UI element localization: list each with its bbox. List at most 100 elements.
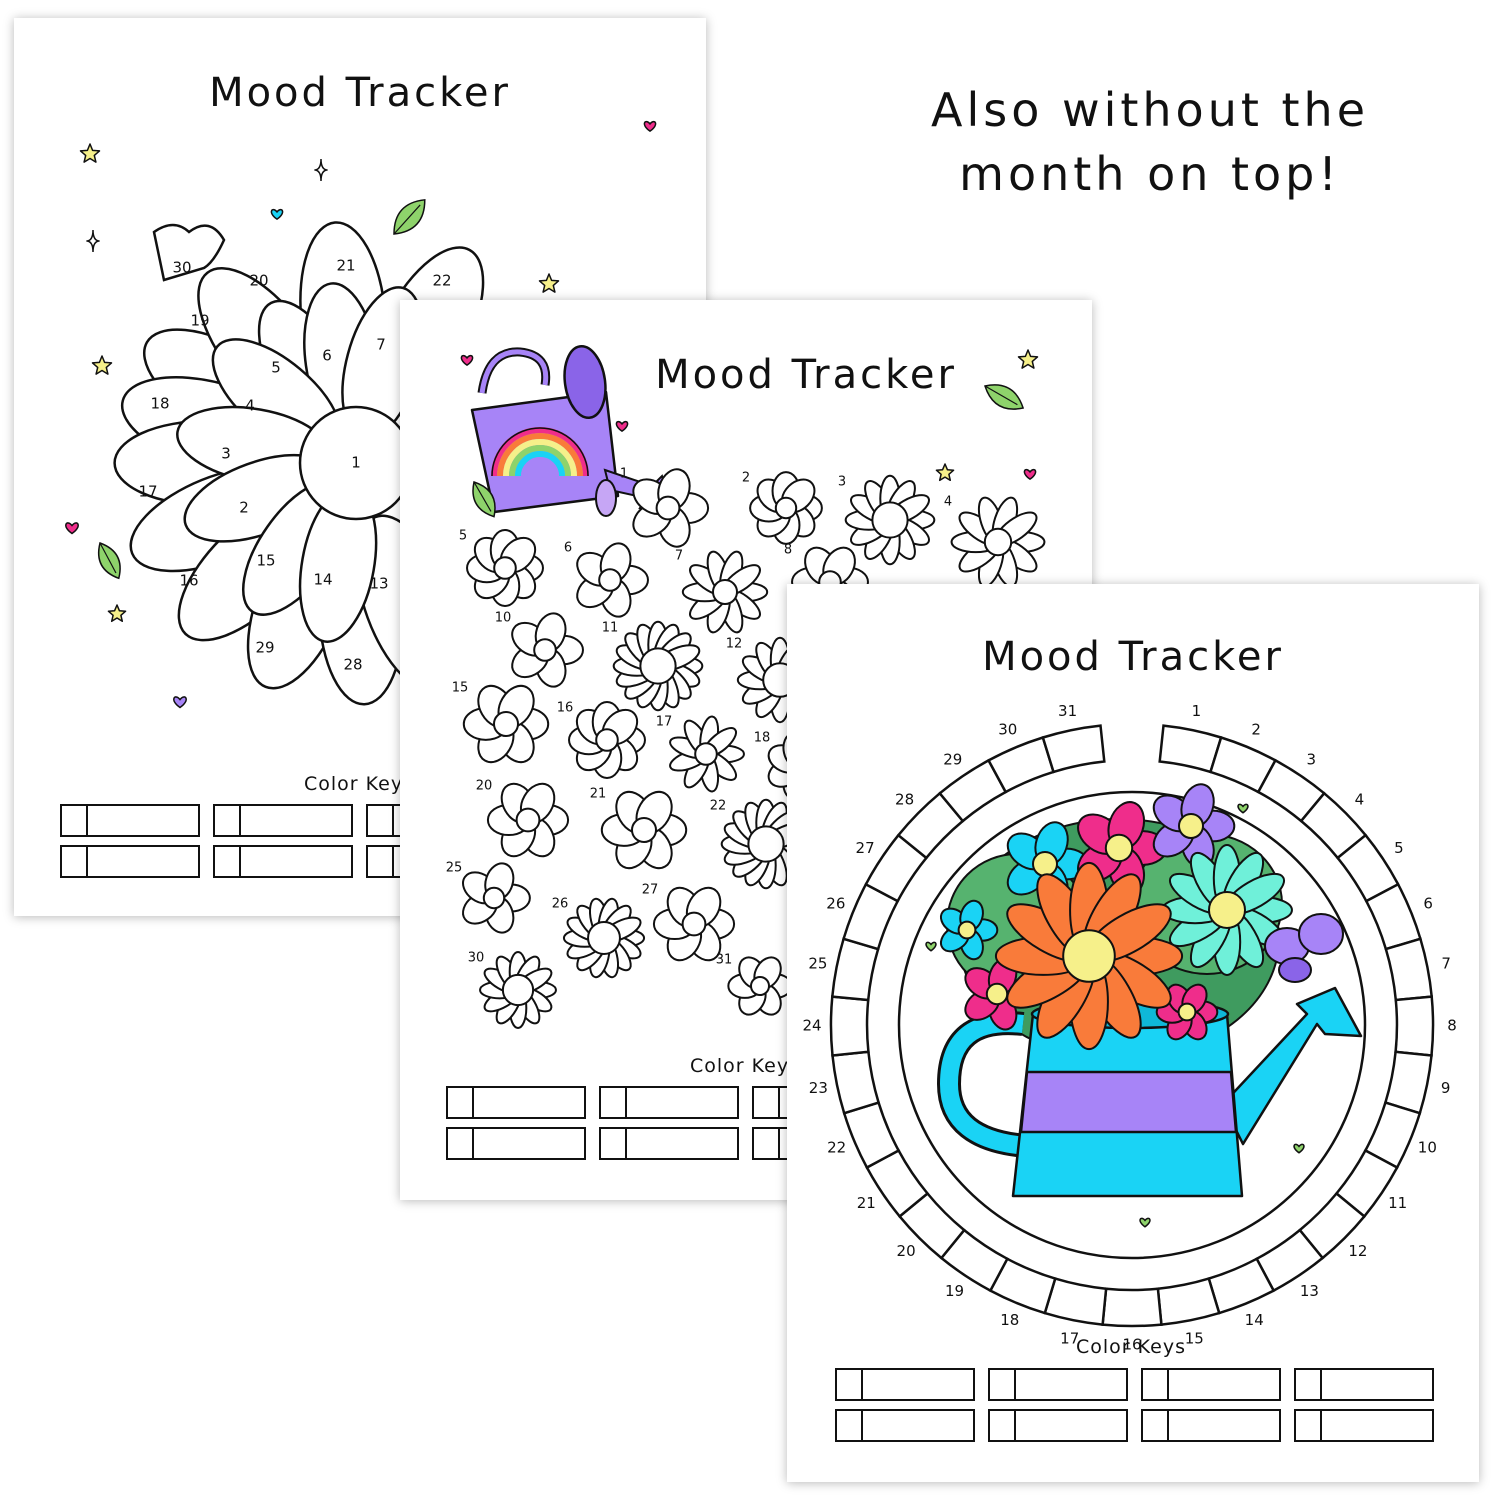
day-number: 17 [1060, 1329, 1079, 1347]
day-number: 27 [856, 839, 875, 857]
color-key-box[interactable] [599, 1127, 739, 1160]
day-number: 3 [1306, 750, 1316, 768]
color-key-box[interactable] [60, 804, 200, 837]
day-number: 15 [1185, 1329, 1204, 1347]
flower-number: 30 [468, 951, 485, 966]
day-box [1394, 995, 1435, 1057]
flower-center [639, 647, 677, 685]
flower-center [598, 568, 622, 592]
numbered-flower [727, 956, 793, 1016]
numbered-flower [462, 862, 531, 934]
day-number: 30 [998, 721, 1017, 739]
flower-center [493, 711, 519, 737]
day-number: 1 [1192, 702, 1202, 720]
rainbow-band [497, 433, 583, 477]
day-number: 14 [1245, 1311, 1264, 1329]
flower-center [747, 825, 785, 863]
color-key-box[interactable] [446, 1127, 586, 1160]
day-number: 13 [1300, 1282, 1319, 1300]
day-number: 7 [1441, 954, 1451, 972]
promo-note-line1: Also without the [930, 83, 1370, 137]
day-number: 9 [1441, 1079, 1451, 1097]
numbered-flower [950, 496, 1046, 588]
flower-center [681, 911, 707, 937]
day-number: 2 [1251, 721, 1261, 739]
day-number: 4 [1355, 790, 1365, 808]
petal-number: 29 [255, 639, 274, 657]
flower-center [774, 496, 798, 520]
numbered-flower [652, 886, 736, 962]
petal-number: 18 [150, 395, 169, 413]
numbered-flower [479, 951, 557, 1029]
day-number: 21 [857, 1194, 876, 1212]
ring-tracker-illustration: 1234567891011121314151617181920212223242… [802, 702, 1457, 1353]
bouquet-flower [1161, 844, 1293, 976]
flower-center [631, 817, 657, 843]
flower-center [595, 728, 619, 752]
petal-number: 28 [343, 656, 362, 674]
bouquet-flower [1152, 783, 1236, 869]
color-key-box[interactable] [1294, 1368, 1434, 1401]
flower-center [587, 921, 621, 955]
color-key-box[interactable] [599, 1086, 739, 1119]
color-key-box[interactable] [1141, 1409, 1281, 1442]
color-key-box[interactable] [213, 804, 353, 837]
petal-number: 19 [190, 312, 209, 330]
leaf-icon [984, 384, 1025, 410]
day-number: 8 [1447, 1017, 1457, 1035]
numbered-flower [462, 684, 550, 764]
day-box [831, 1050, 881, 1115]
color-key-box[interactable] [988, 1409, 1128, 1442]
numbered-flower [486, 782, 570, 858]
promo-note-line2: month on top! [959, 147, 1341, 201]
flower-number: 4 [944, 495, 952, 510]
numbered-flower [844, 474, 936, 566]
flower-center [493, 556, 517, 580]
bouquet-flower [964, 957, 1035, 1031]
day-number: 28 [895, 790, 914, 808]
heart-icon [1023, 468, 1037, 481]
star-icon [91, 355, 113, 375]
numbered-flower [466, 529, 544, 607]
flower-number: 31 [716, 953, 733, 968]
color-key-box[interactable] [60, 845, 200, 878]
leaf-outline [152, 223, 226, 282]
flower-number: 8 [784, 543, 792, 558]
sparkle-icon [314, 158, 328, 182]
flower-center [871, 501, 909, 539]
petal-number: 14 [313, 571, 332, 589]
flower-center [983, 527, 1013, 557]
color-key-box[interactable] [835, 1368, 975, 1401]
flower-number: 7 [675, 549, 683, 564]
color-key-box[interactable] [1294, 1409, 1434, 1442]
color-key-box[interactable] [1141, 1368, 1281, 1401]
day-box [1384, 937, 1434, 1002]
day-box [829, 995, 870, 1057]
day-number: 23 [809, 1079, 828, 1097]
color-keys-label: Color Keys [1076, 1336, 1186, 1358]
flower-number: 3 [838, 475, 846, 490]
heart-icon [925, 941, 937, 952]
heart-icon [65, 522, 79, 535]
day-number: 31 [1058, 702, 1077, 720]
heart-icon [615, 420, 629, 433]
flower-number: 26 [552, 897, 569, 912]
flower-number: 25 [446, 861, 463, 876]
flower-number: 27 [642, 883, 659, 898]
color-key-box[interactable] [988, 1368, 1128, 1401]
star-icon [935, 463, 955, 482]
sparkle-icon [86, 229, 100, 253]
day-number: 24 [802, 1017, 821, 1035]
sheet-title: Mood Tracker [209, 70, 511, 116]
leaf-icon [393, 198, 426, 235]
petal-number: 5 [271, 359, 281, 377]
heart-icon [1139, 1217, 1151, 1228]
numbered-flower [681, 550, 769, 634]
color-key-box[interactable] [446, 1086, 586, 1119]
petal-number: 4 [245, 397, 255, 415]
color-key-box[interactable] [213, 845, 353, 878]
color-key-box[interactable] [835, 1409, 975, 1442]
rainbow-band [491, 427, 589, 477]
butterfly-icon [1264, 913, 1344, 983]
